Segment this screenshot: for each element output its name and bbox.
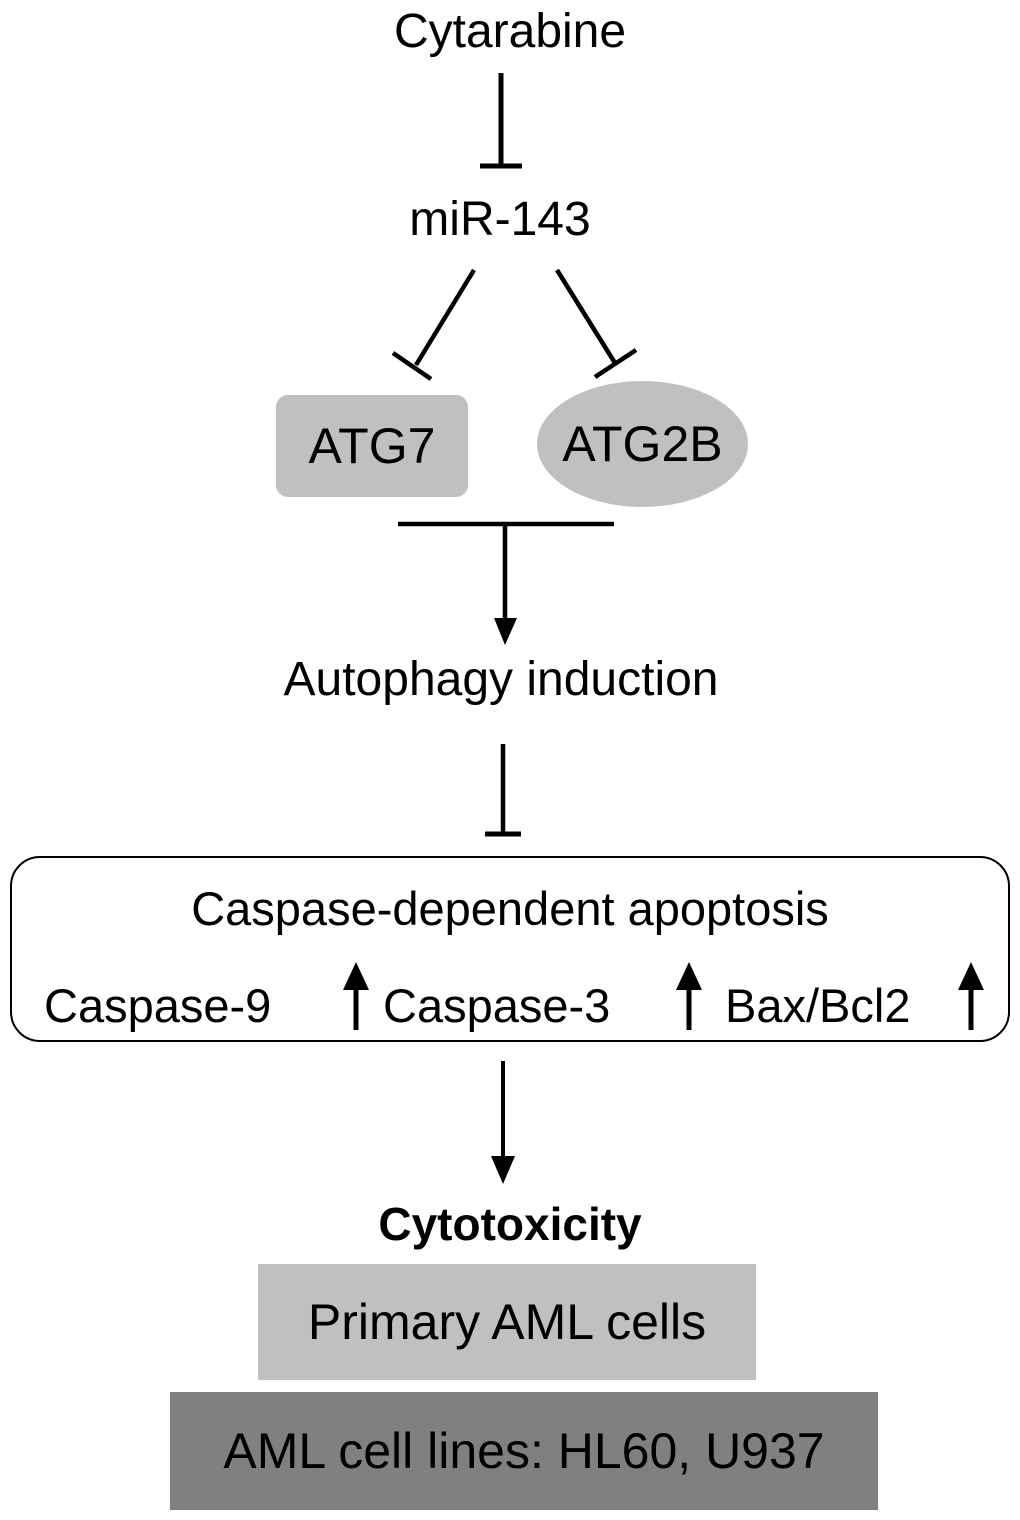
apoptosis-box [10, 856, 1010, 1042]
edge-mir143-atg7-inhibition [391, 268, 476, 381]
edge-atg-autophagy-activation [398, 521, 614, 645]
edge-cytarabine-mir143-inhibition [480, 73, 522, 169]
up-arrow-icon [958, 962, 984, 1030]
primary-aml-box: Primary AML cells [258, 1264, 756, 1380]
atg7-label: ATG7 [308, 418, 436, 474]
up-arrow-icon [676, 962, 702, 1030]
marker-caspase-3: Caspase-3 [383, 979, 611, 1032]
atg7-node: ATG7 [276, 395, 468, 497]
autophagy-label: Autophagy induction [283, 653, 719, 706]
edge-mir143-atg2b-inhibition [555, 268, 638, 379]
aml-cell-lines-label: AML cell lines: HL60, U937 [223, 1423, 825, 1479]
edge-autophagy-apoptosis-inhibition [485, 744, 521, 837]
primary-aml-label: Primary AML cells [307, 1294, 707, 1350]
edge-apoptosis-cytotoxicity-activation [491, 1061, 515, 1184]
atg2b-node: ATG2B [537, 381, 748, 507]
up-arrow-icon [343, 962, 369, 1030]
atg2b-label: ATG2B [562, 416, 723, 472]
marker-caspase-9: Caspase-9 [44, 979, 272, 1032]
mirna-label: miR-143 [409, 193, 591, 246]
marker-bax-bcl2: Bax/Bcl2 [725, 979, 911, 1032]
apoptosis-title: Caspase-dependent apoptosis [191, 882, 829, 935]
drug-label: Cytarabine [393, 5, 627, 58]
outcome-label: Cytotoxicity [378, 1198, 642, 1250]
aml-cell-lines-box: AML cell lines: HL60, U937 [170, 1392, 878, 1510]
